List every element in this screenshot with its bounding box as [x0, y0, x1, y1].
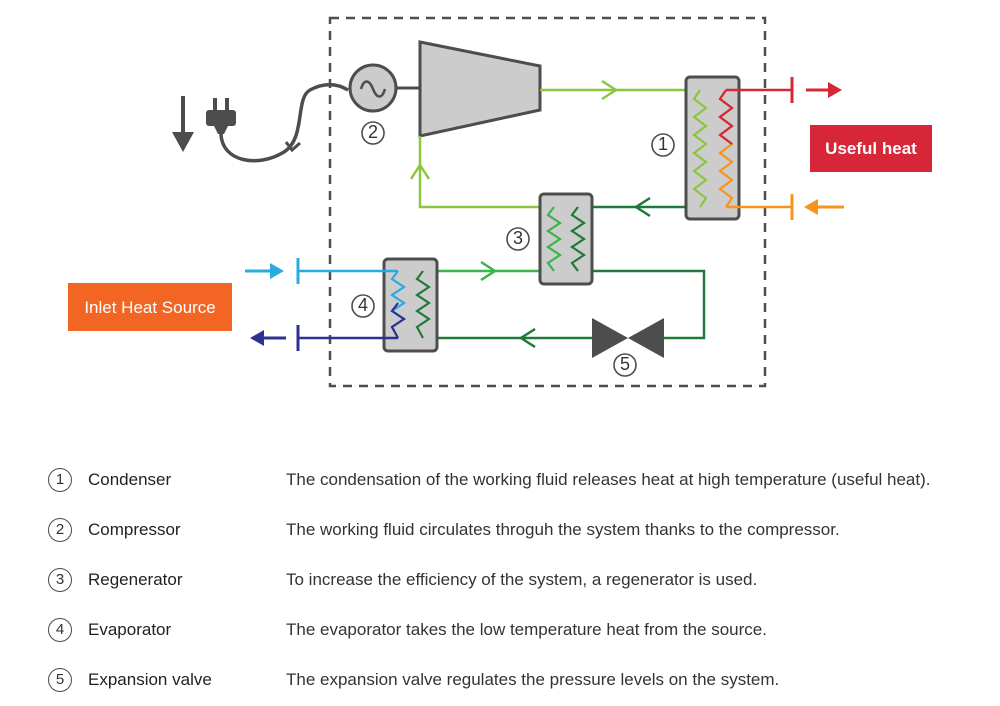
- power-plug-icon: [206, 98, 236, 134]
- callout-3-number: 3: [513, 228, 523, 248]
- legend-name: Expansion valve: [88, 670, 212, 689]
- heat-source-out-arrow-icon: [250, 330, 286, 346]
- legend-number: 1: [48, 468, 72, 492]
- inlet-heat-source-label: Inlet Heat Source: [84, 298, 215, 317]
- callout-1-number: 1: [658, 134, 668, 154]
- heat-source-out-line: [296, 325, 398, 351]
- callout-2-number: 2: [368, 122, 378, 142]
- legend-number: 3: [48, 568, 72, 592]
- useful-heat-box: [810, 125, 932, 172]
- callout-5-number: 5: [620, 354, 630, 374]
- callout-4-number: 4: [358, 295, 368, 315]
- legend-number: 4: [48, 618, 72, 642]
- expansion-valve-icon: [592, 318, 664, 358]
- callout-4: 4: [351, 294, 375, 318]
- power-flow-arrow: [284, 141, 301, 153]
- callout-2: 2: [361, 121, 385, 145]
- legend-name: Compressor: [88, 520, 181, 539]
- evaporator: [382, 257, 439, 353]
- legend-description: The condensation of the working fluid re…: [286, 470, 931, 489]
- legend-description: The expansion valve regulates the pressu…: [286, 670, 780, 689]
- motor-icon: [348, 63, 398, 113]
- legend-name: Condenser: [88, 470, 172, 489]
- legend-item-evaporator: 4 Evaporator The evaporator takes the lo…: [44, 610, 984, 650]
- legend-number: 2: [48, 518, 72, 542]
- callout-3: 3: [506, 227, 530, 251]
- legend-name: Regenerator: [88, 570, 183, 589]
- inlet-heat-source-box: [68, 283, 232, 331]
- heat-pump-diagram: Useful heat Inlet Heat Source 1: [68, 16, 932, 388]
- legend-item-compressor: 2 Compressor The working fluid circulate…: [44, 510, 984, 550]
- callout-1: 1: [651, 133, 675, 157]
- useful-heat-out-arrow-icon: [806, 82, 842, 98]
- legend-item-condenser: 1 Condenser The condensation of the work…: [44, 460, 984, 500]
- useful-heat-label: Useful heat: [825, 139, 917, 158]
- callout-5: 5: [613, 353, 637, 377]
- heat-source-in-line: [296, 258, 398, 284]
- useful-heat-out-line: [726, 77, 794, 103]
- legend-description: The working fluid circulates throguh the…: [286, 520, 840, 539]
- condenser: [684, 75, 741, 221]
- useful-heat-in-line: [726, 194, 794, 220]
- power-cable: [219, 83, 349, 163]
- heat-source-in-arrow-icon: [245, 263, 284, 279]
- ground-arrow-icon: [172, 96, 194, 152]
- legend-name: Evaporator: [88, 620, 172, 639]
- compressor-body: [418, 40, 542, 138]
- legend-number: 5: [48, 668, 72, 692]
- working-fluid-loop: [409, 79, 706, 349]
- regenerator: [538, 192, 594, 286]
- legend-description: To increase the efficiency of the system…: [286, 570, 758, 589]
- legend-description: The evaporator takes the low temperature…: [286, 620, 767, 639]
- legend-item-regenerator: 3 Regenerator To increase the efficiency…: [44, 560, 984, 600]
- useful-heat-in-arrow-icon: [804, 199, 844, 215]
- legend-item-expansion-valve: 5 Expansion valve The expansion valve re…: [44, 660, 984, 700]
